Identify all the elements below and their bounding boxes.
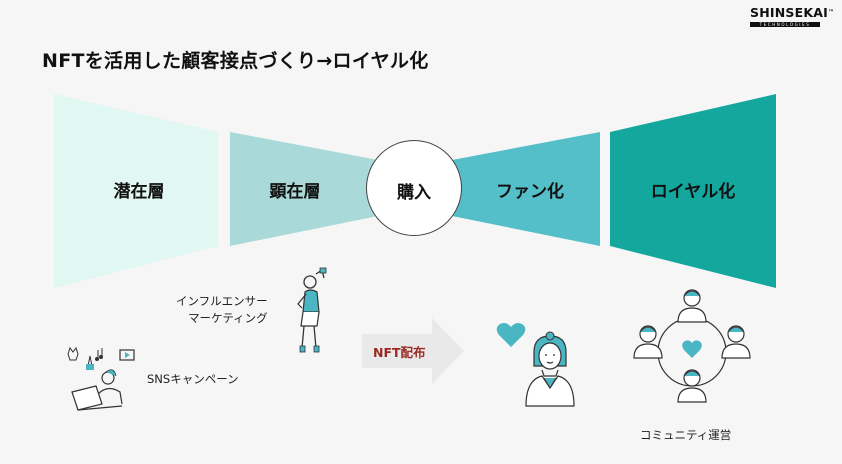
stage-label-fan: ファン化 xyxy=(470,177,590,202)
stage-label-loyal: ロイヤル化 xyxy=(626,177,760,202)
community-network-icon xyxy=(634,286,754,418)
stage-label-purchase: 購入 xyxy=(366,178,462,203)
influencer-caption: インフルエンサー マーケティング xyxy=(176,293,268,327)
stage-label-latent: 潜在層 xyxy=(84,177,194,202)
stage-label-aware: 顕在層 xyxy=(240,177,350,202)
person-right xyxy=(722,326,750,358)
influencer-caption-line2: マーケティング xyxy=(176,310,268,327)
person-left xyxy=(634,326,662,358)
community-caption: コミュニティ運営 xyxy=(640,427,731,444)
person-top xyxy=(678,290,706,322)
influencer-caption-line1: インフルエンサー xyxy=(176,293,268,310)
sns-caption: SNSキャンペーン xyxy=(147,371,239,388)
woman-avatar-icon xyxy=(520,330,580,406)
influencer-figure-icon xyxy=(292,268,332,358)
nft-distribution-label: NFT配布 xyxy=(373,342,426,361)
person-bottom xyxy=(678,370,706,402)
laptop-person-icon xyxy=(62,346,146,412)
